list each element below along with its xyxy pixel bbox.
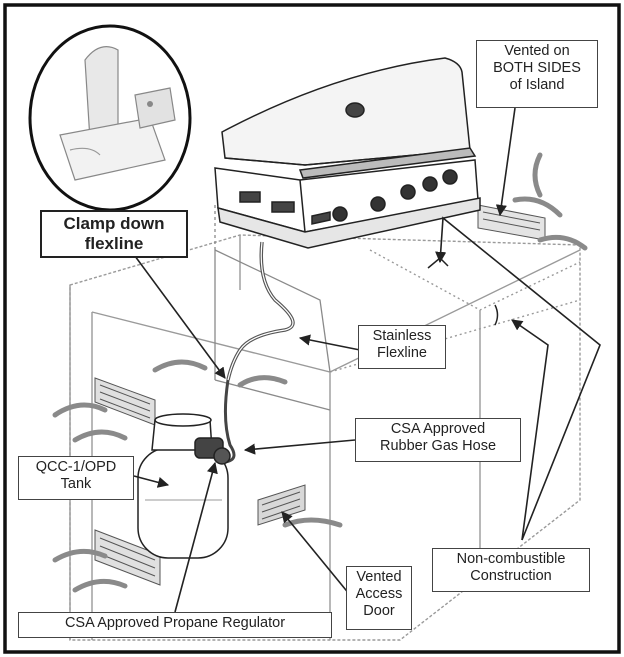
airflow-arrows [52, 152, 588, 593]
vent-grille-door [257, 484, 306, 526]
label-line: Clamp down [63, 214, 165, 233]
leader-access-door [281, 511, 351, 596]
clamp-detail-inset [28, 24, 192, 212]
label-csa-propane-regulator: CSA Approved Propane Regulator [18, 612, 332, 638]
label-line: Vented on [504, 43, 570, 59]
leader-noncombustible-2 [435, 216, 601, 541]
label-line: BOTH SIDES [493, 60, 581, 76]
label-vented-both-sides: Vented on BOTH SIDES of Island [476, 40, 598, 108]
label-line: Construction [470, 568, 552, 584]
leader-vented-sides [495, 107, 516, 217]
leader-stainless [298, 334, 361, 351]
leader-noncombustible-1 [511, 319, 549, 541]
label-line: Non-combustible [456, 551, 566, 567]
propane-tank [137, 413, 231, 559]
label-line: CSA Approved Propane Regulator [64, 615, 286, 631]
label-line: Vented [356, 569, 402, 585]
label-line: flexline [84, 234, 144, 253]
vent-grille-lower-left [94, 529, 161, 586]
mark-side [494, 304, 499, 326]
label-line: CSA Approved [390, 421, 486, 437]
label-vented-access-door: Vented Access Door [346, 566, 412, 630]
label-line: of Island [509, 77, 565, 93]
leader-lines [131, 107, 601, 613]
label-line: Stainless [372, 328, 432, 344]
label-qcc-opd-tank: QCC-1/OPD Tank [18, 456, 134, 500]
label-line: Rubber Gas Hose [379, 438, 497, 454]
label-csa-rubber-gas-hose: CSA Approved Rubber Gas Hose [355, 418, 521, 462]
label-non-combustible: Non-combustible Construction [432, 548, 590, 592]
label-stainless-flexline: Stainless Flexline [358, 325, 446, 369]
label-line: Tank [60, 476, 92, 492]
label-line: Access [355, 586, 403, 602]
label-line: Door [363, 603, 395, 619]
leader-rubber-hose [243, 439, 356, 455]
leader-clamp [131, 251, 226, 379]
label-clamp-down-flexline: Clamp down flexline [40, 210, 188, 258]
grill-head [214, 57, 481, 249]
grill-cutout [214, 205, 331, 411]
label-line: Flexline [377, 345, 427, 361]
rubber-gas-hose [223, 379, 236, 464]
label-line: QCC-1/OPD [35, 459, 117, 475]
leader-regulator [174, 461, 218, 613]
leader-tank [133, 475, 170, 488]
